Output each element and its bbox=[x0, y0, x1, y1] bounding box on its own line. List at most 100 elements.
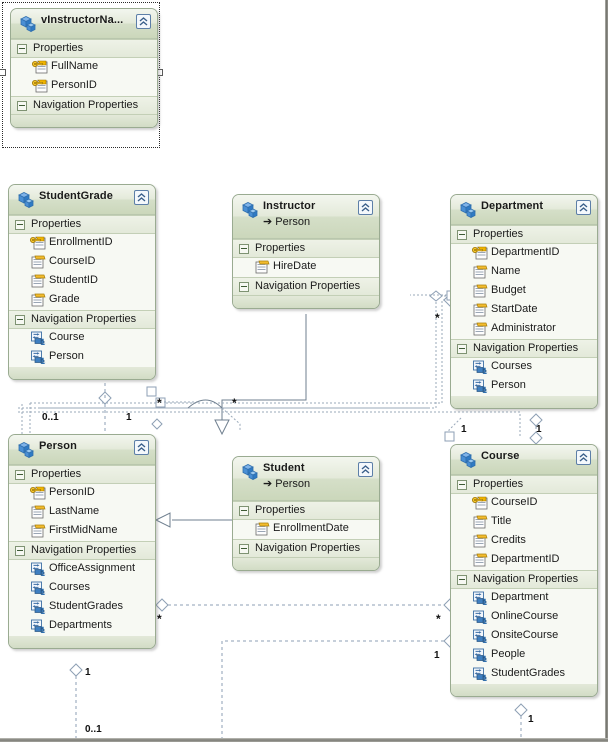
properties-section-header[interactable]: Properties bbox=[9, 465, 155, 484]
chevron-collapse-icon[interactable] bbox=[358, 200, 373, 215]
property-row[interactable]: Budget bbox=[451, 282, 597, 301]
minus-box-icon[interactable] bbox=[15, 315, 25, 325]
minus-box-icon[interactable] bbox=[15, 546, 25, 556]
navigation-section-header[interactable]: Navigation Properties bbox=[11, 96, 157, 115]
property-row[interactable]: CourseID bbox=[9, 253, 155, 272]
navigation-row[interactable]: OnsiteCourse bbox=[451, 627, 597, 646]
navigation-row[interactable]: Departments bbox=[9, 617, 155, 636]
minus-box-icon[interactable] bbox=[457, 480, 467, 490]
property-row[interactable]: EnrollmentDate bbox=[233, 520, 379, 539]
minus-box-icon[interactable] bbox=[239, 544, 249, 554]
property-row[interactable]: HireDate bbox=[233, 258, 379, 277]
navigation-section-header[interactable]: Navigation Properties bbox=[9, 310, 155, 329]
navigation-row[interactable]: Courses bbox=[9, 579, 155, 598]
selection-handle-left[interactable] bbox=[0, 69, 6, 76]
chevron-collapse-icon[interactable] bbox=[577, 451, 590, 464]
property-row[interactable]: FirstMidName bbox=[9, 522, 155, 541]
navigation-section-header[interactable]: Navigation Properties bbox=[233, 539, 379, 558]
navigation-row[interactable]: Person bbox=[451, 377, 597, 396]
key-property-icon bbox=[30, 486, 46, 500]
entity-header[interactable]: StudentGrade bbox=[9, 185, 155, 215]
entity-header[interactable]: Instructor➔ Person bbox=[233, 195, 379, 239]
properties-section-header[interactable]: Properties bbox=[451, 225, 597, 244]
navigation-row[interactable]: Courses bbox=[451, 358, 597, 377]
properties-section-header[interactable]: Properties bbox=[233, 501, 379, 520]
chevron-collapse-icon[interactable] bbox=[134, 190, 149, 205]
properties-section-header[interactable]: Properties bbox=[451, 475, 597, 494]
minus-box-icon[interactable] bbox=[457, 344, 467, 354]
minus-box-icon[interactable] bbox=[239, 282, 249, 292]
properties-section-header[interactable]: Properties bbox=[11, 39, 157, 58]
minus-box-icon[interactable] bbox=[15, 470, 25, 480]
key-property-icon bbox=[32, 60, 48, 74]
property-row[interactable]: DepartmentID bbox=[451, 244, 597, 263]
entity-header[interactable]: Student➔ Person bbox=[233, 457, 379, 501]
property-row[interactable]: EnrollmentID bbox=[9, 234, 155, 253]
navigation-section-header[interactable]: Navigation Properties bbox=[9, 541, 155, 560]
navigation-row[interactable]: People bbox=[451, 646, 597, 665]
chevron-collapse-icon[interactable] bbox=[576, 200, 591, 215]
navigation-section-header[interactable]: Navigation Properties bbox=[451, 570, 597, 589]
minus-box-icon[interactable] bbox=[239, 506, 249, 516]
navigation-row[interactable]: Course bbox=[9, 329, 155, 348]
property-row[interactable]: PersonID bbox=[9, 484, 155, 503]
chevron-collapse-icon[interactable] bbox=[137, 15, 150, 28]
chevron-collapse-icon[interactable] bbox=[134, 440, 149, 455]
entity-header[interactable]: Person bbox=[9, 435, 155, 465]
chevron-collapse-icon[interactable] bbox=[135, 191, 148, 204]
navigation-section-label: Navigation Properties bbox=[31, 313, 137, 325]
property-row[interactable]: Title bbox=[451, 513, 597, 532]
navigation-section-header[interactable]: Navigation Properties bbox=[233, 277, 379, 296]
property-row[interactable]: StudentID bbox=[9, 272, 155, 291]
property-row[interactable]: Credits bbox=[451, 532, 597, 551]
navigation-row[interactable]: StudentGrades bbox=[9, 598, 155, 617]
navigation-section-header[interactable]: Navigation Properties bbox=[451, 339, 597, 358]
property-row[interactable]: LastName bbox=[9, 503, 155, 522]
entity-header[interactable]: vInstructorNa... bbox=[11, 9, 157, 39]
minus-box-icon[interactable] bbox=[457, 575, 467, 585]
association-person-officeassignment bbox=[69, 663, 83, 742]
properties-section-header[interactable]: Properties bbox=[9, 215, 155, 234]
property-row[interactable]: FullName bbox=[11, 58, 157, 77]
chevron-collapse-icon[interactable] bbox=[577, 201, 590, 214]
chevron-collapse-icon[interactable] bbox=[359, 201, 372, 214]
chevron-collapse-icon[interactable] bbox=[136, 14, 151, 29]
scalar-property-icon bbox=[30, 293, 46, 307]
properties-section-header[interactable]: Properties bbox=[233, 239, 379, 258]
base-type-name: Person bbox=[275, 216, 311, 228]
property-row[interactable]: Grade bbox=[9, 291, 155, 310]
property-row[interactable]: Name bbox=[451, 263, 597, 282]
chevron-collapse-icon[interactable] bbox=[576, 450, 591, 465]
navigation-row[interactable]: OfficeAssignment bbox=[9, 560, 155, 579]
property-row[interactable]: StartDate bbox=[451, 301, 597, 320]
minus-box-icon[interactable] bbox=[17, 44, 27, 54]
entity-header[interactable]: Course bbox=[451, 445, 597, 475]
scalar-property-icon bbox=[473, 322, 488, 336]
navigation-row[interactable]: OnlineCourse bbox=[451, 608, 597, 627]
property-row[interactable]: Administrator bbox=[451, 320, 597, 339]
navigation-row[interactable]: Department bbox=[451, 589, 597, 608]
navigation-row[interactable]: Person bbox=[9, 348, 155, 367]
navigation-section-label: Navigation Properties bbox=[473, 342, 579, 354]
scalar-property-icon bbox=[255, 522, 270, 536]
entity-header[interactable]: Department bbox=[451, 195, 597, 225]
property-row[interactable]: PersonID bbox=[11, 77, 157, 96]
minus-box-icon[interactable] bbox=[17, 101, 27, 111]
chevron-collapse-icon[interactable] bbox=[358, 462, 373, 477]
minus-box-icon[interactable] bbox=[15, 220, 25, 230]
chevron-collapse-icon[interactable] bbox=[135, 441, 148, 454]
minus-box-icon[interactable] bbox=[457, 230, 467, 240]
minus-box-icon[interactable] bbox=[239, 244, 249, 254]
property-row[interactable]: DepartmentID bbox=[451, 551, 597, 570]
navigation-row[interactable]: StudentGrades bbox=[451, 665, 597, 684]
chevron-collapse-icon[interactable] bbox=[359, 463, 372, 476]
property-row[interactable]: CourseID bbox=[451, 494, 597, 513]
